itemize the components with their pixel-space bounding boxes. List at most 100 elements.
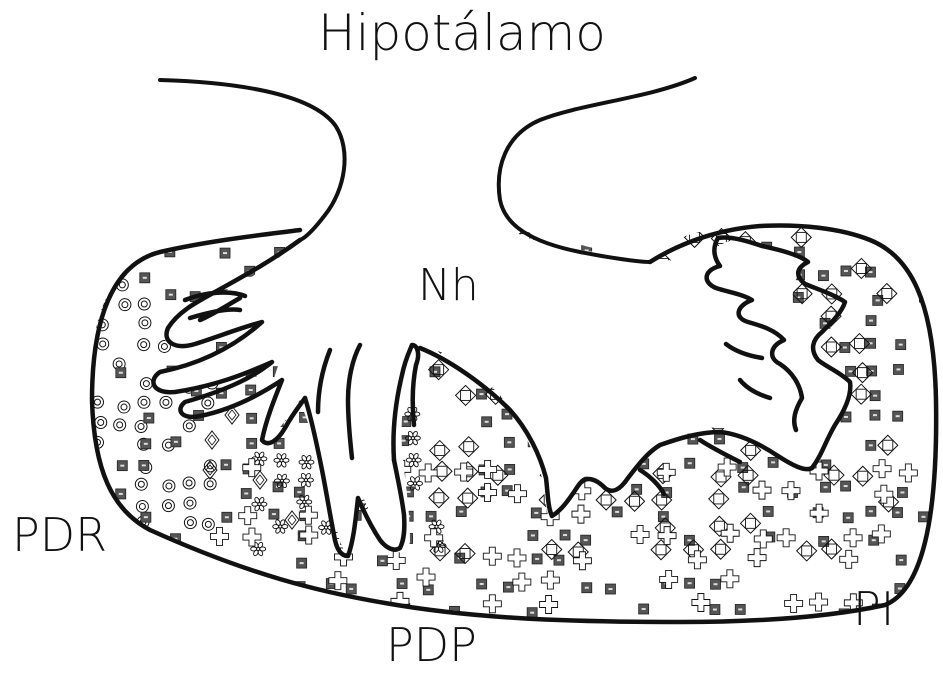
filled-square-symbol	[241, 488, 251, 498]
filled-square-symbol	[768, 457, 778, 467]
filled-square-symbol	[195, 601, 205, 611]
cross-symbol	[721, 570, 739, 588]
filled-square-symbol	[918, 512, 928, 522]
cross-symbol	[810, 504, 828, 522]
filled-square-symbol	[893, 364, 903, 374]
cross-symbol	[540, 596, 558, 614]
filled-square-symbol	[711, 579, 721, 589]
double-circle-symbol	[135, 478, 147, 490]
filled-square-symbol	[171, 437, 181, 447]
flower-symbol	[299, 455, 314, 470]
filled-square-symbol	[870, 391, 880, 401]
filled-square-symbol	[346, 584, 356, 594]
cross-symbol	[479, 460, 497, 478]
flower-symbol	[406, 453, 421, 468]
diamond-in-square-symbol	[456, 385, 476, 405]
filled-square-symbol	[430, 367, 440, 377]
filled-square-symbol	[920, 603, 930, 613]
cross-symbol	[387, 551, 405, 569]
double-circle-symbol	[140, 378, 152, 390]
filled-square-symbol	[117, 248, 127, 258]
diamond-in-square-symbol	[598, 228, 618, 248]
filled-square-symbol	[246, 602, 256, 612]
diamond-in-square-symbol	[878, 435, 898, 455]
filled-square-symbol	[897, 487, 907, 497]
cross-symbol	[513, 573, 531, 591]
cross-symbol	[508, 549, 526, 567]
diamond-in-square-symbol	[429, 488, 449, 508]
filled-square-symbol	[867, 366, 877, 376]
filled-square-symbol	[582, 583, 592, 593]
pi-label: PI	[853, 582, 894, 636]
double-circle-symbol	[202, 397, 214, 409]
diamond-in-square-symbol	[459, 437, 479, 457]
filled-square-symbol	[246, 385, 256, 395]
double-circle-symbol	[114, 419, 126, 431]
filled-square-symbol	[116, 368, 126, 378]
filled-square-symbol	[866, 506, 876, 516]
double-circle-symbol	[139, 317, 151, 329]
filled-square-symbol	[170, 602, 180, 612]
double-circle-symbol	[204, 478, 216, 490]
filled-square-symbol	[401, 417, 411, 427]
filled-square-symbol	[841, 481, 851, 491]
cross-symbol	[572, 505, 590, 523]
filled-square-symbol	[166, 290, 176, 300]
filled-square-symbol	[220, 248, 230, 258]
filled-square-symbol	[581, 535, 591, 545]
filled-square-symbol	[821, 482, 831, 492]
cross-symbol	[210, 527, 228, 545]
double-circle-symbol	[118, 401, 130, 413]
double-circle-symbol	[119, 299, 131, 311]
filled-square-symbol	[924, 244, 934, 254]
double-circle-symbol	[184, 517, 196, 529]
neurohypophysis-label: Nh	[418, 260, 479, 311]
double-circle-symbol	[162, 500, 174, 512]
double-circle-symbol	[95, 417, 107, 429]
double-circle-symbol	[114, 259, 126, 271]
cross-symbol	[748, 549, 766, 567]
cross-symbol	[631, 525, 649, 543]
flower-symbol	[298, 473, 313, 488]
filled-square-symbol	[145, 608, 155, 618]
double-circle-symbol	[94, 259, 106, 271]
pdp-label: PDP	[386, 618, 477, 672]
filled-square-symbol	[896, 340, 906, 350]
double-circle-symbol	[184, 497, 196, 509]
filled-square-symbol	[715, 434, 725, 444]
filled-square-symbol	[295, 608, 305, 618]
filled-square-symbol	[865, 267, 875, 277]
filled-square-symbol	[397, 579, 407, 589]
double-circle-symbol	[136, 500, 148, 512]
filled-square-symbol	[477, 579, 487, 589]
filled-square-symbol	[896, 555, 906, 565]
flower-symbol	[252, 497, 267, 512]
hypothalamus-label: Hipotálamo	[318, 4, 606, 62]
filled-square-symbol	[818, 271, 828, 281]
cross-symbol	[721, 524, 739, 542]
cross-symbol	[688, 551, 706, 569]
diamond-in-square-symbol	[627, 228, 647, 248]
cross-symbol	[419, 464, 437, 482]
filled-square-symbol	[141, 512, 151, 522]
cross-symbol	[899, 464, 917, 482]
cross-symbol	[305, 594, 323, 612]
filled-square-symbol	[221, 460, 231, 470]
cross-symbol	[455, 463, 473, 481]
filled-square-symbol	[841, 266, 851, 276]
filled-square-symbol	[141, 439, 151, 449]
double-circle-symbol	[163, 480, 175, 492]
cross-symbol	[483, 547, 501, 565]
filled-square-symbol	[893, 411, 903, 421]
flower-symbol	[274, 453, 289, 468]
diamond-in-square-symbol	[821, 337, 841, 357]
cross-symbol	[692, 593, 710, 611]
cross-symbol	[840, 550, 858, 568]
diamond-in-square-symbol	[791, 227, 811, 247]
filled-square-symbol	[222, 512, 232, 522]
filled-square-symbol	[735, 604, 745, 614]
filled-square-symbol	[531, 508, 541, 518]
filled-square-symbol	[139, 460, 149, 470]
